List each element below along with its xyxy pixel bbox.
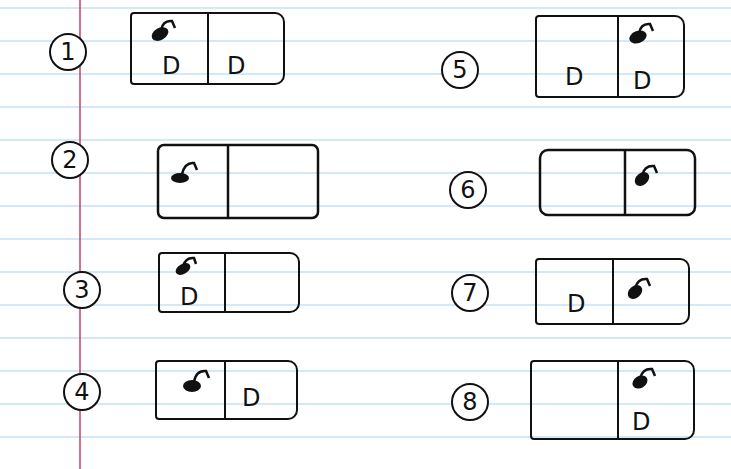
state-box: D <box>535 258 690 325</box>
callout-number: 2 <box>51 141 89 179</box>
vacuum-robot <box>183 371 209 392</box>
vacuum-robot <box>174 258 196 277</box>
dirt-mark: D <box>565 65 583 89</box>
state-box: D <box>158 252 300 313</box>
dirt-mark: D <box>162 54 180 78</box>
cell-divider <box>612 260 614 323</box>
cell-divider <box>207 14 209 83</box>
dirt-mark: D <box>180 285 198 309</box>
vacuum-robot <box>632 166 657 189</box>
state-box: DD <box>535 15 685 98</box>
state-box: DD <box>130 12 285 85</box>
callout-number: 7 <box>451 274 489 312</box>
callout-number: 1 <box>49 33 87 71</box>
callout-number: 3 <box>63 271 101 309</box>
ruled-lines <box>0 8 731 437</box>
vacuum-robot <box>149 21 175 44</box>
cell-divider <box>617 17 619 96</box>
vacuum-robot <box>627 24 653 46</box>
dirt-mark: D <box>632 410 650 434</box>
vacuum-robot <box>630 369 655 391</box>
cell-divider <box>224 254 226 311</box>
state-box <box>158 145 318 218</box>
empty-state-boxes <box>158 145 695 218</box>
vacuum-robots <box>149 21 657 392</box>
cell-divider <box>624 150 627 215</box>
dirt-mark: D <box>227 54 245 78</box>
callout-number: 5 <box>441 51 479 89</box>
callout-number: 6 <box>449 171 487 209</box>
dirt-mark: D <box>567 292 585 316</box>
dirt-mark: D <box>242 386 260 410</box>
vacuum-robot <box>171 163 197 183</box>
cell-divider <box>224 362 226 418</box>
callout-number: 4 <box>63 373 101 411</box>
cell-divider <box>617 362 619 438</box>
dirt-mark: D <box>633 69 651 93</box>
state-box <box>540 150 695 215</box>
state-box: D <box>155 360 298 420</box>
callout-number: 8 <box>451 383 489 421</box>
state-box: D <box>530 360 695 440</box>
cell-divider <box>227 145 230 218</box>
vacuum-robot <box>625 279 650 302</box>
